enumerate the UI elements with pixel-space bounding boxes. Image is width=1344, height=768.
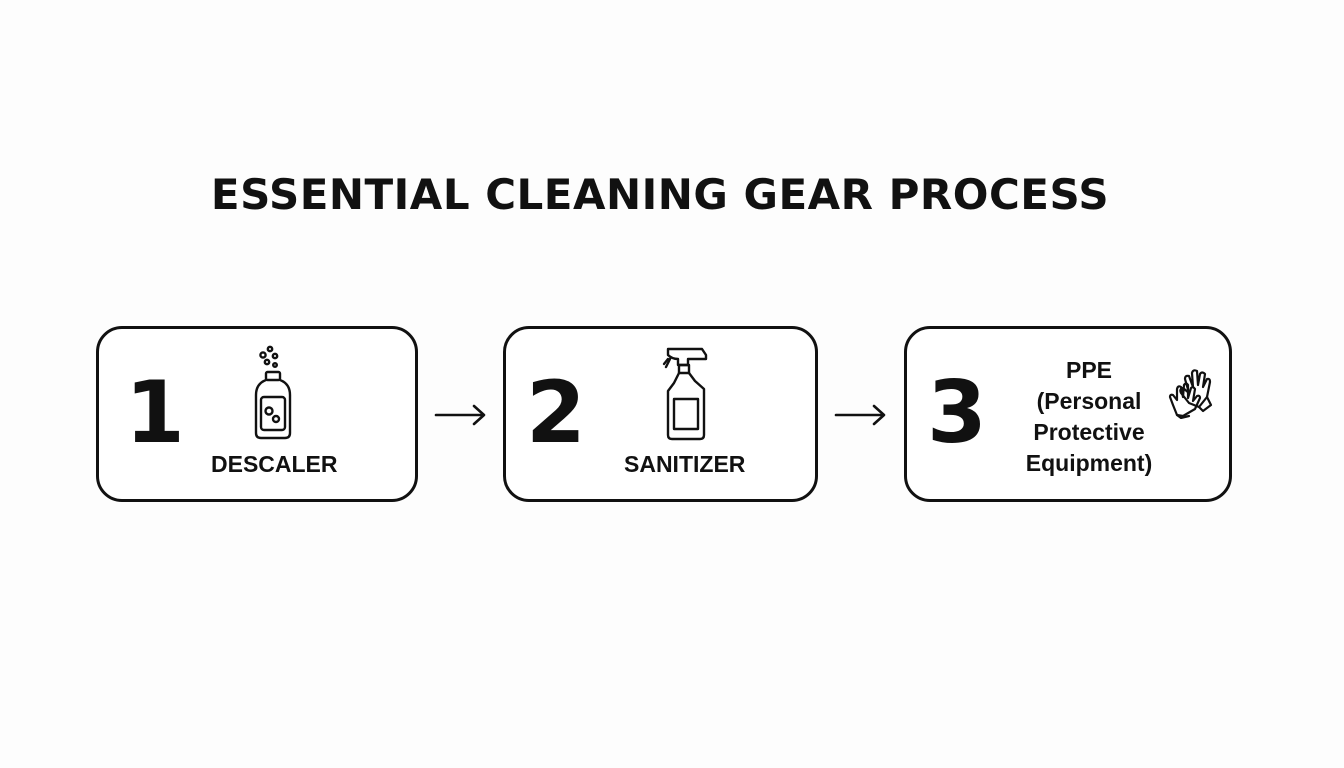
step-3-label-line: PPE [1065,357,1113,383]
descaler-bottle-icon [254,345,292,440]
step-2-box: 2 SANITIZER [503,326,818,502]
gloves-icon [1168,369,1213,419]
step-3-label-line: Equipment) [1025,450,1153,476]
step-1-box: 1 DESCALER [96,326,418,502]
step-3-box: 3 PPE (Personal Protective Equipment) [904,326,1232,502]
step-2-number: 2 [526,363,586,463]
step-2-label: SANITIZER [624,451,746,477]
step-1-number: 1 [125,363,185,463]
step-3-number: 3 [927,363,987,463]
spray-bottle-icon [662,347,708,441]
diagram-title: ESSENTIAL CLEANING GEAR PROCESS [210,170,1110,219]
step-3-label-line: (Personal [1036,388,1142,414]
right-arrow-icon [834,404,886,426]
step-3-label: PPE (Personal Protective Equipment) [1003,355,1175,479]
step-1-label: DESCALER [211,451,338,477]
right-arrow-icon [434,404,486,426]
step-3-label-line: Protective [1033,419,1145,445]
